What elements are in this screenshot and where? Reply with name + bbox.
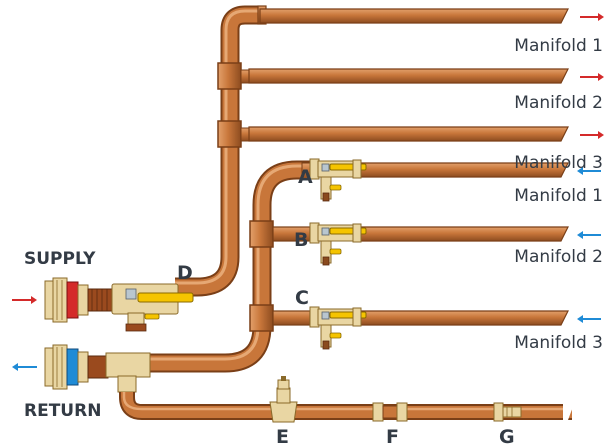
valve-c	[309, 306, 367, 350]
return-outlet-arrow-icon	[12, 363, 37, 371]
supply-riser-pipe	[175, 5, 260, 297]
supply-pipe-2	[240, 68, 569, 84]
supply-arrow-icon	[580, 73, 604, 81]
return-arrow-icon	[577, 315, 601, 323]
supply-arrow-icon	[580, 131, 604, 139]
supply-inlet	[44, 277, 113, 323]
tee-fitting	[217, 62, 242, 90]
supply-pipe-1	[259, 8, 569, 24]
return-manifold-3-label: Manifold 3	[514, 333, 603, 353]
tee-fitting	[249, 220, 274, 248]
fitting-e	[269, 376, 298, 423]
valve-a-label: A	[298, 166, 313, 188]
return-arrow-icon	[577, 231, 601, 239]
valve-d	[111, 283, 194, 332]
supply-manifold-1-label: Manifold 1	[514, 36, 603, 56]
valve-b	[309, 222, 367, 266]
return-pipe-3	[354, 310, 569, 326]
return-manifold-2-label: Manifold 2	[514, 247, 603, 267]
tee-fitting	[249, 304, 274, 332]
fitting-e-label: E	[276, 426, 289, 445]
bypass-pipe	[119, 392, 574, 420]
valve-d-label: D	[177, 262, 193, 284]
tee-fitting	[217, 120, 242, 148]
fitting-f-label: F	[386, 426, 399, 445]
fitting-g-label: G	[499, 426, 515, 445]
return-outlet	[44, 344, 151, 393]
supply-inlet-arrow-icon	[12, 296, 37, 304]
return-manifold-1-label: Manifold 1	[514, 186, 603, 206]
fitting-f	[372, 402, 408, 422]
supply-pipe-3	[240, 126, 569, 142]
supply-manifold-2-label: Manifold 2	[514, 93, 603, 113]
supply-manifold-3-label: Manifold 3	[514, 153, 603, 173]
supply-label: SUPPLY	[24, 249, 96, 269]
return-arrow-icon	[577, 167, 601, 175]
fitting-g	[493, 402, 522, 422]
return-label: RETURN	[24, 401, 101, 421]
valve-a	[309, 158, 367, 202]
supply-arrow-icon	[580, 13, 604, 21]
valve-b-label: B	[294, 229, 308, 251]
valve-c-label: C	[295, 287, 309, 309]
return-pipe-2	[354, 226, 569, 242]
